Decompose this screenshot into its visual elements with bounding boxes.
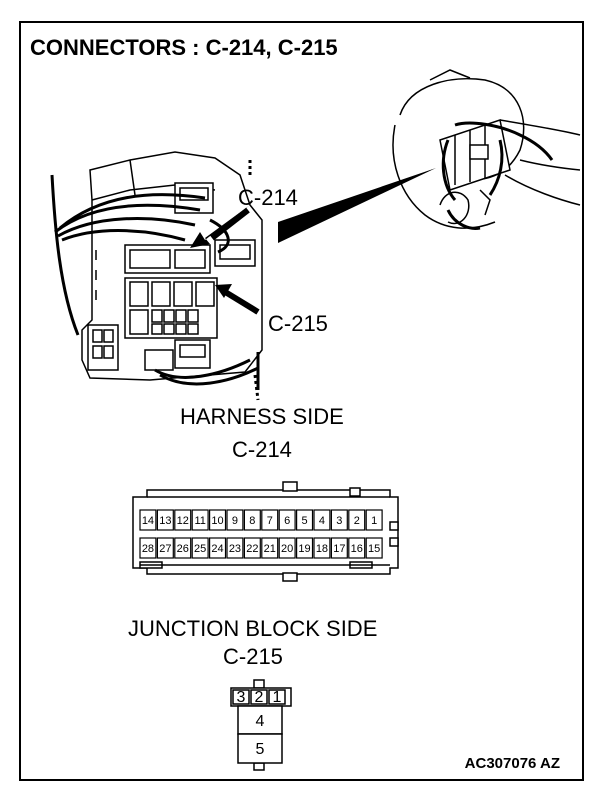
c214-pin-label: 1 bbox=[371, 515, 377, 527]
figure-frame bbox=[19, 21, 584, 781]
c214-pin-label: 25 bbox=[194, 543, 206, 555]
c214-pin-cell bbox=[174, 537, 192, 559]
page-title: CONNECTORS : C-214, C-215 bbox=[30, 35, 338, 60]
c215-pin-label: 2 bbox=[255, 689, 264, 706]
c214-pin-cell bbox=[348, 537, 366, 559]
c214-pin-label: 14 bbox=[142, 515, 154, 527]
dashboard-harness-illustration bbox=[441, 121, 554, 230]
c215-pin-label: 4 bbox=[256, 713, 265, 730]
c214-pin-cell bbox=[313, 509, 331, 531]
pointer-wedge bbox=[278, 168, 436, 243]
c214-pin-cell bbox=[296, 537, 314, 559]
c215-pin-label: 1 bbox=[273, 689, 282, 706]
c214-pin-cell bbox=[209, 509, 227, 531]
c214-connector-outline bbox=[132, 481, 399, 582]
c215-pin-grid bbox=[232, 689, 286, 705]
c214-pin-label: 10 bbox=[211, 515, 223, 527]
c214-pin-label: 20 bbox=[281, 543, 293, 555]
c214-pin-cell bbox=[226, 537, 244, 559]
c214-pin-cell bbox=[191, 509, 209, 531]
c215-connector-label: C-215 bbox=[223, 644, 283, 669]
c214-pin-cell bbox=[191, 537, 209, 559]
c214-pin-cell bbox=[226, 509, 244, 531]
c214-pin-cell bbox=[156, 509, 174, 531]
c214-pin-label: 11 bbox=[194, 515, 205, 527]
c214-pin-label: 12 bbox=[177, 515, 189, 527]
c215-pin-cell bbox=[250, 689, 268, 705]
c214-pin-label: 4 bbox=[319, 515, 325, 527]
callout-c214-label: C-214 bbox=[238, 185, 298, 210]
c215-side-label: JUNCTION BLOCK SIDE bbox=[128, 616, 377, 641]
c215-pin-cell bbox=[232, 689, 250, 705]
c214-pin-cell bbox=[174, 509, 192, 531]
c214-pin-label: 17 bbox=[333, 543, 345, 555]
c214-side-label: HARNESS SIDE bbox=[180, 404, 344, 429]
c214-pin-cell bbox=[330, 537, 348, 559]
c214-pin-cell bbox=[261, 537, 279, 559]
c214-pin-label: 5 bbox=[301, 515, 307, 527]
c214-pin-label: 22 bbox=[246, 543, 258, 555]
c214-pin-label: 13 bbox=[159, 515, 171, 527]
c214-pin-cell bbox=[139, 509, 157, 531]
callout-c215-label: C-215 bbox=[268, 311, 328, 336]
c214-pin-cell bbox=[365, 537, 383, 559]
callout-arrows bbox=[190, 168, 436, 315]
c214-pin-label: 19 bbox=[298, 543, 310, 555]
c214-pin-label: 6 bbox=[284, 515, 290, 527]
c214-pin-cell bbox=[243, 537, 261, 559]
c214-pin-cell bbox=[348, 509, 366, 531]
c214-pin-cell bbox=[365, 509, 383, 531]
c214-pin-cell bbox=[278, 537, 296, 559]
c214-pin-cell bbox=[278, 509, 296, 531]
c214-pin-cell bbox=[243, 509, 261, 531]
c214-pin-cell bbox=[313, 537, 331, 559]
c214-pin-cell bbox=[261, 509, 279, 531]
c214-pin-label: 26 bbox=[177, 543, 189, 555]
figure-code: AC307076 AZ bbox=[465, 755, 560, 772]
c214-pin-label: 3 bbox=[336, 515, 342, 527]
dashboard-illustration bbox=[392, 69, 581, 229]
c215-pin-label: 5 bbox=[256, 741, 265, 758]
c214-pin-label: 9 bbox=[232, 515, 238, 527]
c214-pin-label: 27 bbox=[159, 543, 171, 555]
c214-pin-cell bbox=[209, 537, 227, 559]
c214-pin-label: 28 bbox=[142, 543, 154, 555]
c214-pin-label: 2 bbox=[354, 515, 360, 527]
c215-pin-label: 3 bbox=[237, 689, 246, 706]
c214-pin-label: 21 bbox=[264, 543, 276, 555]
c214-pin-label: 24 bbox=[211, 543, 223, 555]
c215-pin-cell bbox=[268, 689, 286, 705]
c214-pin-label: 18 bbox=[316, 543, 328, 555]
c214-pin-cell bbox=[156, 537, 174, 559]
c214-pin-cell bbox=[330, 509, 348, 531]
c214-pin-label: 15 bbox=[368, 543, 380, 555]
harness-wires-illustration bbox=[50, 160, 260, 401]
c214-pin-label: 23 bbox=[229, 543, 241, 555]
c214-pin-label: 16 bbox=[351, 543, 363, 555]
junction-block-illustration bbox=[81, 151, 263, 381]
c214-arrow bbox=[190, 205, 250, 248]
c214-pin-label: 7 bbox=[267, 515, 273, 527]
c215-arrow bbox=[220, 287, 260, 315]
c214-pin-cell bbox=[139, 537, 157, 559]
c214-pin-label: 8 bbox=[249, 515, 255, 527]
c214-pin-cell bbox=[296, 509, 314, 531]
c214-connector-label: C-214 bbox=[232, 437, 292, 462]
